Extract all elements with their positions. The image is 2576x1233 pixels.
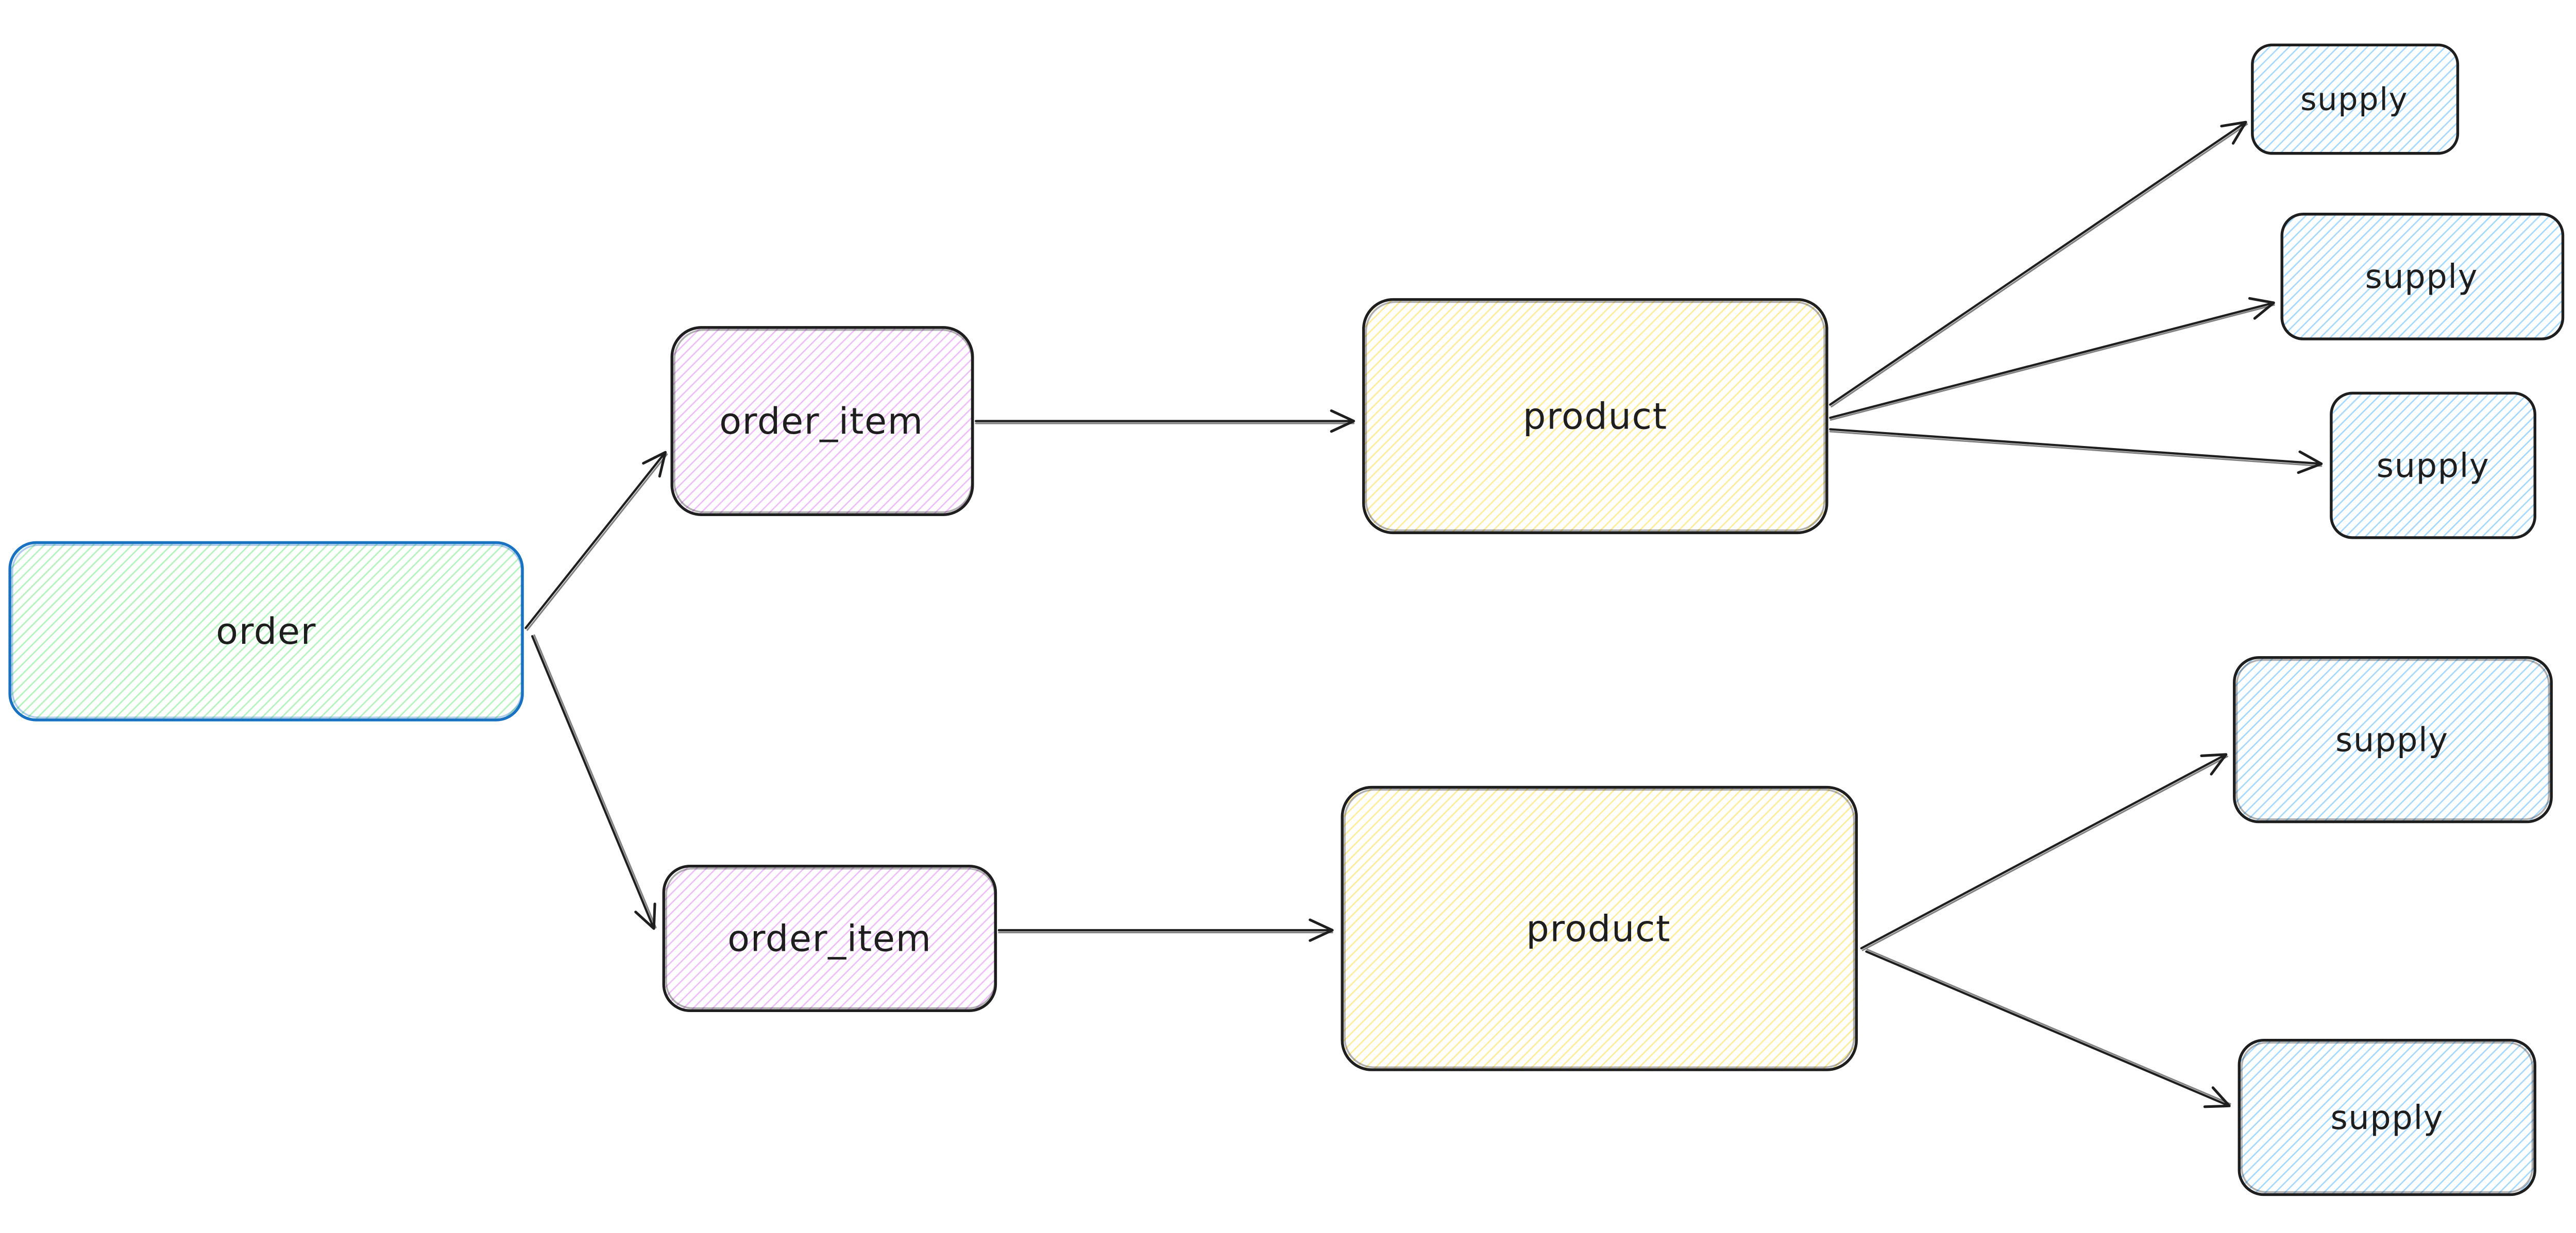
arrow-shaft bbox=[524, 451, 667, 629]
arrow-order-item-1-to-product-1[interactable] bbox=[974, 409, 1355, 433]
arrow-shaft-sketch bbox=[1829, 304, 2275, 421]
node-order-item-1[interactable]: order_item bbox=[670, 326, 974, 517]
node-supply-3-box bbox=[2330, 391, 2536, 539]
arrowhead bbox=[634, 902, 656, 930]
arrow-shaft-sketch bbox=[533, 634, 657, 929]
arrow-shaft bbox=[1829, 428, 2323, 465]
node-supply-1-box bbox=[2251, 43, 2460, 155]
node-product-1[interactable]: product bbox=[1362, 298, 1828, 535]
arrow-shaft-sketch bbox=[527, 453, 668, 631]
node-supply-5-box-sketch bbox=[2241, 1041, 2534, 1193]
node-supply-5-label: supply bbox=[2330, 1099, 2444, 1137]
node-order-item-1-box-sketch bbox=[673, 329, 973, 513]
node-supply-2-label: supply bbox=[2365, 258, 2478, 296]
node-supply-4[interactable]: supply bbox=[2233, 656, 2553, 824]
arrow-product-2-to-supply-5[interactable] bbox=[1865, 949, 2231, 1108]
node-supply-5[interactable]: supply bbox=[2238, 1038, 2536, 1196]
arrow-shaft-sketch bbox=[1861, 756, 2228, 951]
arrow-shaft-sketch bbox=[1829, 431, 2323, 467]
arrowhead bbox=[642, 451, 667, 478]
arrow-shaft-sketch bbox=[1866, 949, 2231, 1105]
arrow-shaft-sketch bbox=[1831, 123, 2248, 408]
node-order-item-1-label: order_item bbox=[719, 400, 924, 442]
node-supply-3-label: supply bbox=[2377, 447, 2490, 485]
arrow-product-1-to-supply-3[interactable] bbox=[1829, 428, 2323, 474]
node-supply-2[interactable]: supply bbox=[2280, 213, 2565, 340]
node-supply-3[interactable]: supply bbox=[2330, 391, 2536, 539]
arrow-shaft bbox=[531, 635, 655, 930]
arrowhead bbox=[2297, 450, 2323, 474]
arrow-product-1-to-supply-2[interactable] bbox=[1829, 297, 2275, 421]
arrow-order-to-order-item-2[interactable] bbox=[531, 634, 657, 930]
node-product-2-box-sketch bbox=[1344, 789, 1855, 1069]
node-product-1-label: product bbox=[1523, 396, 1668, 438]
arrowhead bbox=[2248, 297, 2275, 320]
node-order-item-1-box bbox=[670, 326, 974, 517]
node-supply-4-label: supply bbox=[2335, 721, 2449, 759]
node-order-box-sketch bbox=[11, 544, 523, 718]
node-order[interactable]: order bbox=[8, 541, 524, 722]
arrowhead bbox=[2220, 121, 2247, 145]
arrow-order-to-order-item-1[interactable] bbox=[524, 451, 668, 631]
node-order-item-2-box-sketch bbox=[665, 867, 996, 1009]
arrowhead bbox=[2200, 753, 2228, 776]
arrowhead bbox=[1330, 409, 1355, 433]
arrowhead bbox=[1309, 918, 1334, 942]
node-supply-1-label: supply bbox=[2300, 82, 2408, 118]
node-order-item-2-box bbox=[662, 864, 997, 1013]
node-order-item-2[interactable]: order_item bbox=[662, 864, 997, 1013]
node-supply-4-box bbox=[2233, 656, 2553, 824]
arrow-shaft bbox=[1829, 301, 2275, 419]
arrowhead bbox=[2203, 1086, 2231, 1108]
arrow-order-item-2-to-product-2[interactable] bbox=[997, 918, 1334, 942]
arrow-shaft bbox=[1860, 753, 2227, 950]
node-supply-5-box bbox=[2238, 1038, 2536, 1196]
node-supply-2-box bbox=[2280, 213, 2565, 340]
node-product-1-box-sketch bbox=[1365, 301, 1825, 532]
node-order-item-2-label: order_item bbox=[727, 918, 932, 960]
node-supply-1[interactable]: supply bbox=[2251, 43, 2460, 155]
node-product-2-label: product bbox=[1526, 907, 1671, 950]
arrow-product-2-to-supply-4[interactable] bbox=[1860, 753, 2228, 951]
arrow-product-1-to-supply-1[interactable] bbox=[1829, 121, 2248, 408]
node-product-2[interactable]: product bbox=[1341, 785, 1858, 1071]
node-order-label: order bbox=[216, 610, 316, 653]
node-order-box bbox=[8, 541, 524, 722]
node-product-1-box bbox=[1362, 298, 1828, 535]
node-supply-4-box-sketch bbox=[2235, 659, 2550, 820]
arrow-shaft bbox=[1865, 950, 2231, 1107]
arrow-shaft bbox=[1829, 121, 2247, 406]
node-product-2-box bbox=[1341, 785, 1858, 1071]
